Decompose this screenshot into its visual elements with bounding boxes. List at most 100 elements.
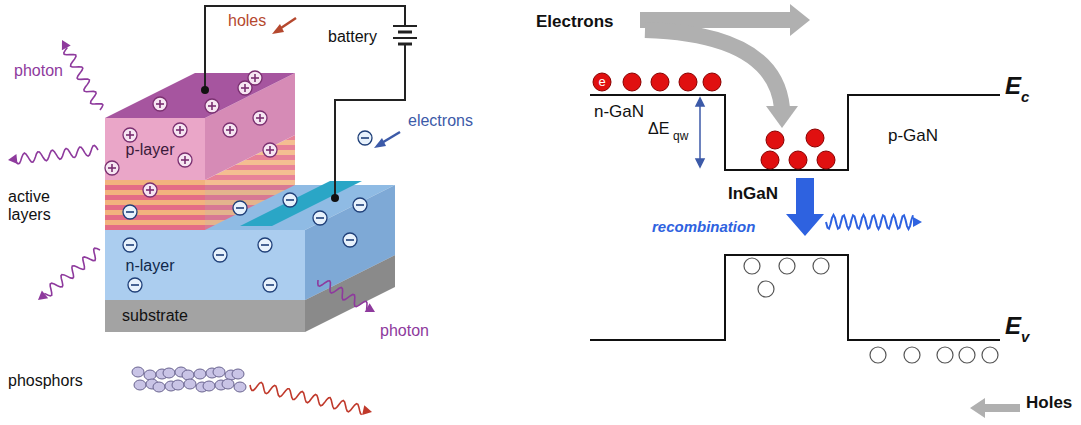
charge-symbol (244, 84, 246, 92)
charge-symbol (263, 278, 277, 292)
band-electrons (766, 131, 784, 149)
photon-wave (826, 215, 913, 229)
charge-symbol (343, 233, 357, 247)
charge-symbol (123, 128, 137, 142)
charge-symbol (111, 164, 113, 172)
current-label: holes (228, 12, 266, 30)
photon-wave (318, 280, 367, 310)
charge-symbol (353, 198, 367, 212)
carrier-label: Holes (1026, 393, 1072, 413)
charge-symbol (229, 126, 231, 134)
band-label: E (1005, 72, 1021, 100)
current-arrows (272, 18, 400, 148)
layer-box: p-layer (122, 140, 179, 160)
photon-arrowhead (362, 405, 372, 415)
charge-symbol (233, 201, 247, 215)
current-label: electrons (408, 112, 473, 130)
charge-symbol (179, 126, 181, 134)
photon-arrowhead (8, 154, 17, 164)
contact-dots (201, 86, 339, 202)
band-electrons (593, 73, 835, 169)
current-arrows (374, 138, 386, 148)
photon-label: photon (380, 322, 429, 340)
charge-symbol (346, 239, 354, 241)
phosphor-particle (172, 380, 184, 390)
photon-label: photon (14, 62, 63, 80)
band-holes (870, 347, 886, 363)
band-electrons (817, 151, 835, 169)
charge-symbol (126, 211, 134, 213)
phosphor-particle (213, 367, 225, 377)
contact-dots (201, 86, 209, 94)
charge-symbol (128, 278, 142, 292)
battery-wires (393, 37, 417, 39)
charge-symbol (143, 183, 157, 197)
energy-subscript: qw (673, 130, 688, 144)
phosphor-particle (194, 369, 206, 379)
charge-symbol (211, 102, 213, 110)
phosphor-particle (144, 370, 156, 380)
band-electrons (789, 151, 807, 169)
band-electrons (651, 73, 669, 91)
n-layer-block (105, 230, 305, 300)
band-edges (590, 95, 1000, 170)
band-edges (590, 255, 1000, 340)
charge-symbol (205, 99, 219, 113)
photon-arrowhead (365, 303, 375, 312)
recombination-arrow (786, 178, 824, 236)
charge-symbol (126, 244, 134, 246)
component-label: battery (328, 28, 377, 46)
charge-symbol (259, 114, 261, 122)
charge-symbol (223, 123, 237, 137)
layer-name: substrate (122, 307, 188, 325)
band-electron-arrows (970, 398, 1020, 418)
charge-symbol (316, 217, 324, 219)
band-label: E (1005, 312, 1021, 340)
phosphor-particle (203, 381, 215, 391)
photon-arrowhead (913, 217, 922, 227)
charge-symbol (358, 131, 372, 145)
layer-name: p-layer (126, 141, 175, 159)
band-electrons (679, 73, 697, 91)
band-holes (758, 281, 774, 297)
charge-symbol (123, 205, 137, 219)
charge-symbol (123, 238, 137, 252)
band-electron-arrows (645, 30, 782, 108)
carrier-label: Electrons (536, 12, 613, 32)
layer-box: substrate (118, 306, 192, 326)
substrate-block (105, 300, 305, 332)
charge-symbol (184, 156, 186, 164)
band-electrons (593, 73, 611, 91)
charge-symbol (159, 100, 161, 108)
charge-symbol (261, 244, 269, 246)
phosphor-label: phosphors (8, 372, 83, 390)
material-label: p-GaN (888, 126, 938, 146)
band-holes (937, 347, 953, 363)
charge-symbol (216, 254, 224, 256)
charge-symbol (253, 111, 267, 125)
layer-box: n-layer (122, 256, 179, 276)
band-edges (590, 95, 1000, 340)
band-holes (904, 347, 920, 363)
band-holes (744, 258, 760, 274)
band-electrons (703, 73, 721, 91)
charge-symbol (178, 153, 192, 167)
layer-name: n-layer (126, 257, 175, 275)
battery-wires (205, 6, 417, 198)
band-electrons (761, 151, 779, 169)
phosphor-particle (134, 380, 146, 390)
quantum-well-arrow (696, 98, 704, 106)
photon-arrowhead (38, 290, 48, 300)
phosphor-particle (232, 369, 244, 379)
material-label: n-GaN (594, 102, 644, 122)
p-layer-block (105, 180, 205, 230)
charge-symbol (263, 143, 277, 157)
band-electron-arrows (766, 106, 798, 128)
battery-wires (398, 31, 412, 34)
photon-wave (250, 382, 362, 414)
phosphor-particle (132, 367, 144, 377)
phosphor-particle (163, 368, 175, 378)
band-subscript: c (1021, 88, 1029, 105)
